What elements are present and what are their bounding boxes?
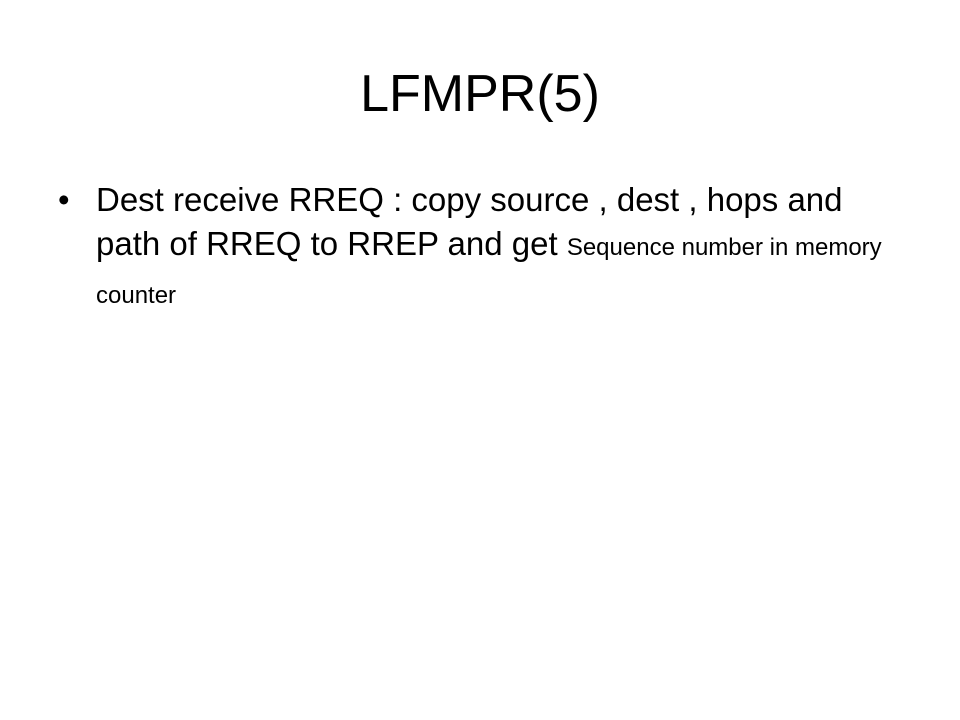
bullet-item: • Dest receive RREQ : copy source , dest… [58, 178, 898, 318]
bullet-list: • Dest receive RREQ : copy source , dest… [58, 178, 898, 318]
bullet-text-small: Sequence number in memory counter [96, 234, 882, 309]
bullet-text-main: Dest receive RREQ : copy source , dest ,… [96, 181, 843, 262]
bullet-marker: • [58, 181, 70, 218]
slide-title: LFMPR(5) [360, 65, 600, 123]
